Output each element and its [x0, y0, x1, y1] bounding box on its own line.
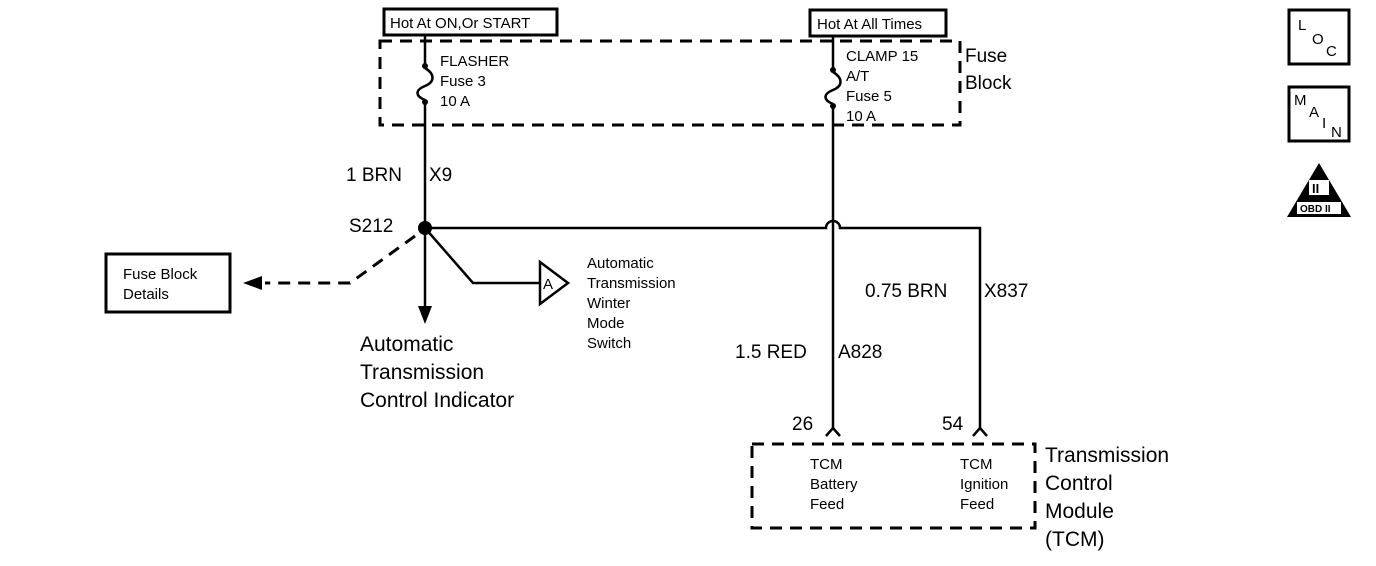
arrow-left-icon: [243, 276, 262, 290]
wire-label-a828: A828: [838, 342, 882, 363]
fuse-block-label-line2: Block: [965, 73, 1012, 94]
hot-all-times-label: Hot At All Times: [808, 8, 948, 38]
fuse5-symbol: [824, 70, 842, 106]
tcm-label-line1: Transmission: [1045, 444, 1169, 467]
fuse3-symbol: [416, 66, 434, 102]
tcm-outline: [750, 442, 1037, 530]
pin-54-label: 54: [942, 414, 964, 435]
control-indicator-line3: Control Indicator: [360, 389, 514, 412]
pin-54-connector: [972, 426, 988, 437]
connector-a-label: A: [543, 276, 553, 293]
fuse-block-details-line1: Fuse Block: [123, 266, 198, 283]
svg-text:C: C: [1326, 43, 1337, 60]
fuse5-line1: CLAMP 15: [846, 48, 918, 65]
fuse5-terminal-bottom: [830, 103, 836, 109]
tcm-battery-line1: TCM: [810, 456, 843, 473]
tcm-ignition-line1: TCM: [960, 456, 993, 473]
svg-text:I: I: [1322, 115, 1326, 132]
main-icon[interactable]: M A I N: [1287, 85, 1351, 143]
svg-text:L: L: [1298, 17, 1306, 34]
svg-text:II: II: [1312, 181, 1319, 196]
svg-text:A: A: [1309, 104, 1319, 121]
hot-on-start-label: Hot At ON,Or START: [382, 7, 559, 37]
pin-26-label: 26: [792, 414, 813, 435]
loc-icon[interactable]: L O C: [1287, 8, 1351, 66]
tcm-label-line4: (TCM): [1045, 528, 1104, 551]
fuse3-line1: FLASHER: [440, 53, 509, 70]
fuse3-line2: Fuse 3: [440, 73, 486, 90]
svg-text:N: N: [1331, 124, 1342, 141]
connector-a-triangle: [538, 259, 571, 307]
svg-text:OBD II: OBD II: [1300, 204, 1331, 215]
tcm-label-line2: Control: [1045, 472, 1113, 495]
winter-mode-line4: Mode: [587, 315, 625, 332]
obd-ii-icon[interactable]: II OBD II: [1287, 163, 1351, 217]
arrow-down-icon: [418, 306, 432, 324]
winter-mode-line2: Transmission: [587, 275, 676, 292]
svg-text:Hot At ON,Or START: Hot At ON,Or START: [390, 15, 530, 32]
tcm-battery-line3: Feed: [810, 496, 844, 513]
fuse-block-details-leader: [265, 234, 416, 285]
tcm-label-line3: Module: [1045, 500, 1114, 523]
wire-to-winter-mode: [424, 227, 540, 285]
tcm-battery-line2: Battery: [810, 476, 858, 493]
wire-label-x9: X9: [429, 165, 452, 186]
fuse5-line4: 10 A: [846, 108, 876, 125]
wire-label-0-75-brn: 0.75 BRN: [865, 281, 947, 302]
control-indicator-line2: Transmission: [360, 361, 484, 384]
splice-label: S212: [349, 216, 393, 237]
fuse-block-details-box: [104, 252, 232, 314]
svg-text:M: M: [1294, 92, 1307, 109]
fuse-block-outline: [378, 39, 962, 127]
wire-label-x837: X837: [984, 281, 1028, 302]
fuse5-line2: A/T: [846, 68, 869, 85]
tcm-ignition-line2: Ignition: [960, 476, 1008, 493]
wire-label-1-5-red: 1.5 RED: [735, 342, 807, 363]
control-indicator-line1: Automatic: [360, 333, 453, 356]
wire-label-1-brn: 1 BRN: [346, 165, 402, 186]
fuse-block-details-line2: Details: [123, 286, 169, 303]
winter-mode-line3: Winter: [587, 295, 630, 312]
tcm-ignition-line3: Feed: [960, 496, 994, 513]
svg-text:Hot At All Times: Hot At All Times: [817, 16, 922, 33]
fuse5-line3: Fuse 5: [846, 88, 892, 105]
winter-mode-line5: Switch: [587, 335, 631, 352]
fuse3-line3: 10 A: [440, 93, 470, 110]
winter-mode-line1: Automatic: [587, 255, 654, 272]
fuse-block-label-line1: Fuse: [965, 46, 1007, 67]
pin-26-connector: [825, 426, 841, 437]
fuse3-terminal-bottom: [422, 99, 428, 105]
svg-text:O: O: [1312, 31, 1324, 48]
